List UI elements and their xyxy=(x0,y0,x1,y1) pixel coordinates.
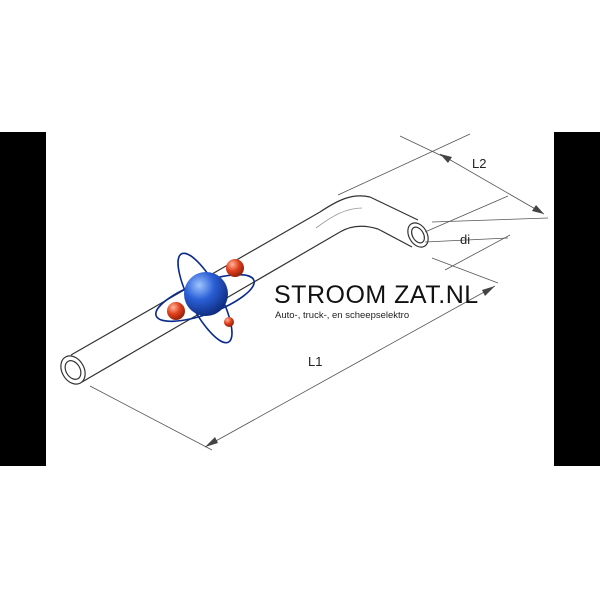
tube-end-left xyxy=(60,355,86,385)
short-leg-top-edge xyxy=(369,196,419,221)
l1-extension-right xyxy=(431,257,499,284)
dimension-arrows xyxy=(205,154,544,447)
tube-end-left-inner xyxy=(64,360,82,380)
di-label: di xyxy=(460,232,470,247)
l2-arrow-left xyxy=(440,154,452,163)
l1-extension-left xyxy=(89,385,213,451)
di-line-bottom xyxy=(424,237,509,243)
bent-tube xyxy=(60,195,429,385)
l2-extension-right xyxy=(431,217,549,223)
tube-bottom-edge xyxy=(81,225,379,383)
l2-extension-top xyxy=(399,135,443,157)
l2-label: L2 xyxy=(472,156,486,171)
electron-left xyxy=(167,302,185,320)
l2-arrow-right xyxy=(532,205,544,214)
l1-arrow-right xyxy=(482,286,495,296)
l1-label: L1 xyxy=(308,354,322,369)
l2-dimension-line xyxy=(439,153,545,215)
electron-top xyxy=(226,259,244,277)
right-letterbox-bar xyxy=(554,132,600,466)
l1-dimension-line xyxy=(204,285,496,448)
di-line-top xyxy=(424,195,509,233)
dimension-lines xyxy=(89,133,549,451)
atom-icon xyxy=(155,252,255,344)
logo-title: STROOM ZAT.NL xyxy=(274,281,479,309)
tube-top-edge xyxy=(70,195,371,356)
electron-bottom xyxy=(224,317,234,327)
nucleus xyxy=(184,272,228,316)
l1-arrow-left xyxy=(205,437,218,447)
l2-extension-left xyxy=(337,133,471,196)
tube-end-right-inner xyxy=(411,226,425,244)
bend-highlight xyxy=(315,207,363,229)
tube-end-right xyxy=(407,222,429,248)
left-letterbox-bar xyxy=(0,132,46,466)
logo: STROOM ZAT.NL Auto-, truck-, en scheepse… xyxy=(155,252,479,344)
short-leg-bottom-edge xyxy=(377,228,413,248)
di-leader xyxy=(444,234,511,271)
logo-subtitle: Auto-, truck-, en scheepselektro xyxy=(275,310,409,321)
